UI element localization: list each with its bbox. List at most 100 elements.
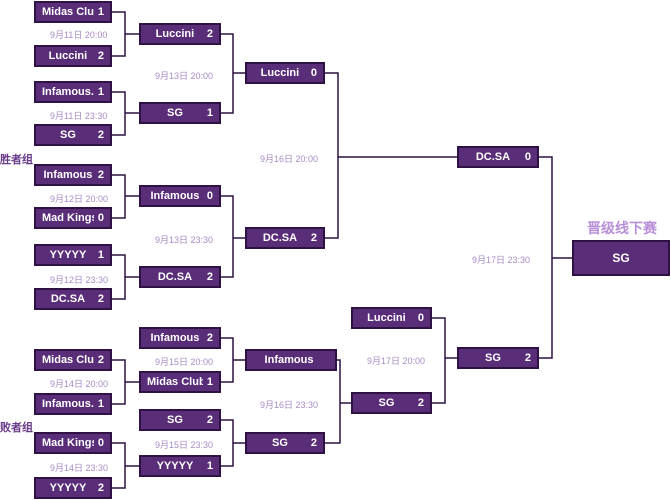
match-slot[interactable]: DC.SA 0 (457, 146, 539, 168)
match-date: 9月13日 20:00 (155, 71, 214, 81)
team-name: Infamous.Y (42, 86, 94, 98)
match-slot[interactable]: SG 2 (34, 124, 112, 146)
match-slot[interactable]: Infamous 2 (139, 327, 221, 349)
match-slot[interactable]: SG 2 (139, 409, 221, 431)
team-name: Infamous.Y (42, 398, 94, 410)
match-date: 9月17日 23:30 (472, 255, 531, 265)
match-slot[interactable]: SG 1 (139, 102, 221, 124)
connector (432, 317, 457, 404)
team-name: Midas Club (147, 376, 203, 388)
team-score: 0 (524, 151, 531, 163)
match-slot[interactable]: Mad Kings 0 (34, 207, 112, 229)
match-slot[interactable]: Luccini 2 (139, 23, 221, 45)
match-slot[interactable]: Infamous 0 (139, 185, 221, 207)
connector (539, 156, 572, 359)
team-score: 2 (97, 169, 104, 181)
team-name: DC.SA (157, 271, 193, 283)
team-name: Midas Club (42, 6, 94, 18)
connector (221, 337, 245, 383)
match-date: 9月11日 23:30 (50, 111, 108, 121)
match-date: 9月12日 23:30 (50, 275, 109, 285)
connector (221, 195, 245, 278)
connector (221, 33, 245, 114)
match-slot[interactable]: Luccini 2 (34, 45, 112, 67)
match-date: 9月15日 23:30 (155, 440, 214, 450)
connector (112, 91, 139, 136)
team-name: Luccini (367, 312, 406, 324)
team-name: YYYYY (49, 482, 87, 494)
team-score: 1 (206, 107, 213, 119)
match-date: 9月12日 20:00 (50, 194, 109, 204)
team-score: 2 (310, 232, 317, 244)
team-name: Mad Kings (42, 212, 94, 224)
match-date: 9月11日 20:00 (50, 30, 108, 40)
match-slot[interactable]: Infamous (245, 349, 337, 371)
team-score: 1 (97, 398, 104, 410)
team-score: 2 (206, 28, 213, 40)
match-slot[interactable]: DC.SA 2 (34, 288, 112, 310)
team-name: Luccini (260, 67, 300, 79)
team-score: 2 (206, 414, 213, 426)
team-score: 0 (97, 437, 104, 449)
match-date: 9月15日 20:00 (155, 357, 214, 367)
match-date: 9月16日 23:30 (260, 400, 319, 410)
team-name: SG (166, 107, 183, 119)
match-slot[interactable]: YYYYY 1 (139, 455, 221, 477)
team-score: 2 (417, 397, 424, 409)
team-name: DC.SA (50, 293, 86, 305)
match-slot[interactable]: YYYYY 2 (34, 477, 112, 499)
match-date: 9月16日 20:00 (260, 154, 319, 164)
match-slot[interactable]: Midas Club 1 (34, 1, 112, 23)
team-score: 1 (206, 460, 213, 472)
connector (325, 72, 457, 239)
qualification-title: 晋级线下赛 (587, 220, 657, 236)
connector (112, 359, 139, 405)
connector (325, 359, 351, 444)
qualified-team-slot[interactable]: SG (572, 240, 670, 276)
match-slot[interactable]: SG 2 (351, 392, 432, 414)
team-name: Luccini (48, 50, 88, 62)
match-slot[interactable]: YYYYY 1 (34, 244, 112, 266)
team-name: DC.SA (475, 151, 511, 163)
team-name: YYYYY (156, 460, 194, 472)
connector (112, 11, 139, 57)
match-slot[interactable]: Luccini 0 (245, 62, 325, 84)
match-slot[interactable]: Midas Club 2 (34, 349, 112, 371)
match-date: 9月13日 23:30 (155, 235, 214, 245)
team-score: 2 (310, 437, 317, 449)
connector (112, 442, 139, 489)
match-slot[interactable]: Infamous.Y 1 (34, 81, 112, 103)
team-name: YYYYY (49, 249, 87, 261)
team-score: 0 (97, 212, 104, 224)
match-slot[interactable]: DC.SA 2 (245, 227, 325, 249)
team-name: SG (612, 251, 630, 265)
winners-bracket-label: 胜者组 (0, 154, 33, 166)
connector (221, 419, 245, 467)
team-name: SG (484, 352, 501, 364)
match-slot[interactable]: Mad Kings 0 (34, 432, 112, 454)
match-slot[interactable]: Infamous.Y 1 (34, 393, 112, 415)
team-name: SG (59, 129, 76, 141)
team-score: 1 (97, 249, 104, 261)
match-slot[interactable]: SG 2 (457, 347, 539, 369)
match-slot[interactable]: Midas Club 1 (139, 371, 221, 393)
connector (112, 174, 139, 219)
team-name: Infamous (150, 190, 200, 202)
team-score: 2 (97, 293, 104, 305)
team-name: Midas Club (42, 354, 94, 366)
team-score: 1 (97, 86, 104, 98)
match-slot[interactable]: SG 2 (245, 432, 325, 454)
match-slot[interactable]: Infamous 2 (34, 164, 112, 186)
match-slot[interactable]: Luccini 0 (351, 307, 432, 329)
match-date: 9月14日 20:00 (50, 379, 109, 389)
match-date: 9月14日 23:30 (50, 463, 109, 473)
team-score: 1 (206, 376, 213, 388)
team-score: 2 (97, 129, 104, 141)
match-slot[interactable]: DC.SA 2 (139, 266, 221, 288)
team-name: SG (378, 397, 395, 409)
team-name: Mad Kings (42, 437, 94, 449)
team-name: Infamous (43, 169, 93, 181)
connector (112, 254, 139, 300)
